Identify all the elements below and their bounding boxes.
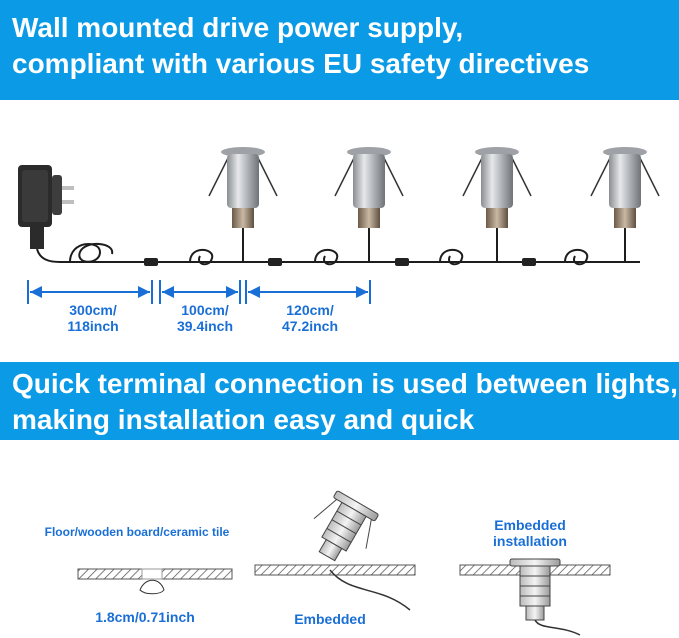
- wiring-diagram-svg: [18, 147, 660, 304]
- cable: [36, 228, 640, 266]
- top-banner: Wall mounted drive power supply, complia…: [0, 0, 679, 100]
- hole-size-label: 1.8cm/0.71inch: [95, 609, 195, 625]
- wiring-diagram: 300cm/ 118inch 100cm/ 39.4inch 120cm/ 47…: [0, 120, 679, 360]
- power-adapter-icon: [18, 165, 74, 249]
- dimension-1-line-1: 300cm/: [69, 302, 117, 318]
- dimension-2-line-2: 39.4inch: [176, 318, 234, 334]
- floor-hole-diagram: [77, 568, 233, 595]
- installation-section: Floor/wooden board/ceramic tile 1.8cm/0.…: [0, 445, 679, 638]
- middle-banner-line-2: making installation easy and quick: [12, 404, 475, 435]
- dimension-3-line-2: 47.2inch: [281, 318, 339, 334]
- dimension-label-3: 120cm/ 47.2inch: [270, 302, 350, 334]
- embedding-diagram: [254, 490, 416, 611]
- top-banner-line-2: compliant with various EU safety directi…: [12, 48, 590, 79]
- dimension-label-2: 100cm/ 39.4inch: [165, 302, 245, 334]
- middle-banner-line-1: Quick terminal connection is used betwee…: [12, 368, 678, 399]
- dimension-3-line-1: 120cm/: [286, 302, 334, 318]
- dimension-arrows: [27, 280, 371, 304]
- embedded-installation-label: Embedded installation: [470, 517, 590, 549]
- connectors: [144, 258, 536, 266]
- spot-light-icon: [590, 147, 660, 228]
- middle-banner: Quick terminal connection is used betwee…: [0, 362, 679, 440]
- floor-material-label: Floor/wooden board/ceramic tile: [44, 525, 230, 539]
- embedded-label: Embedded: [294, 611, 366, 627]
- spot-light-icon: [334, 147, 404, 228]
- installed-diagram: [459, 558, 611, 636]
- embedded-installation-line-1: Embedded: [494, 517, 566, 533]
- dimension-label-1: 300cm/ 118inch: [58, 302, 128, 334]
- installation-svg: [77, 490, 611, 636]
- embedded-installation-line-2: installation: [493, 533, 567, 549]
- spot-light-icon: [462, 147, 532, 228]
- dimension-1-line-2: 118inch: [67, 318, 119, 334]
- dimension-2-line-1: 100cm/: [181, 302, 229, 318]
- top-banner-line-1: Wall mounted drive power supply,: [12, 12, 464, 43]
- spot-light-icon: [208, 147, 278, 228]
